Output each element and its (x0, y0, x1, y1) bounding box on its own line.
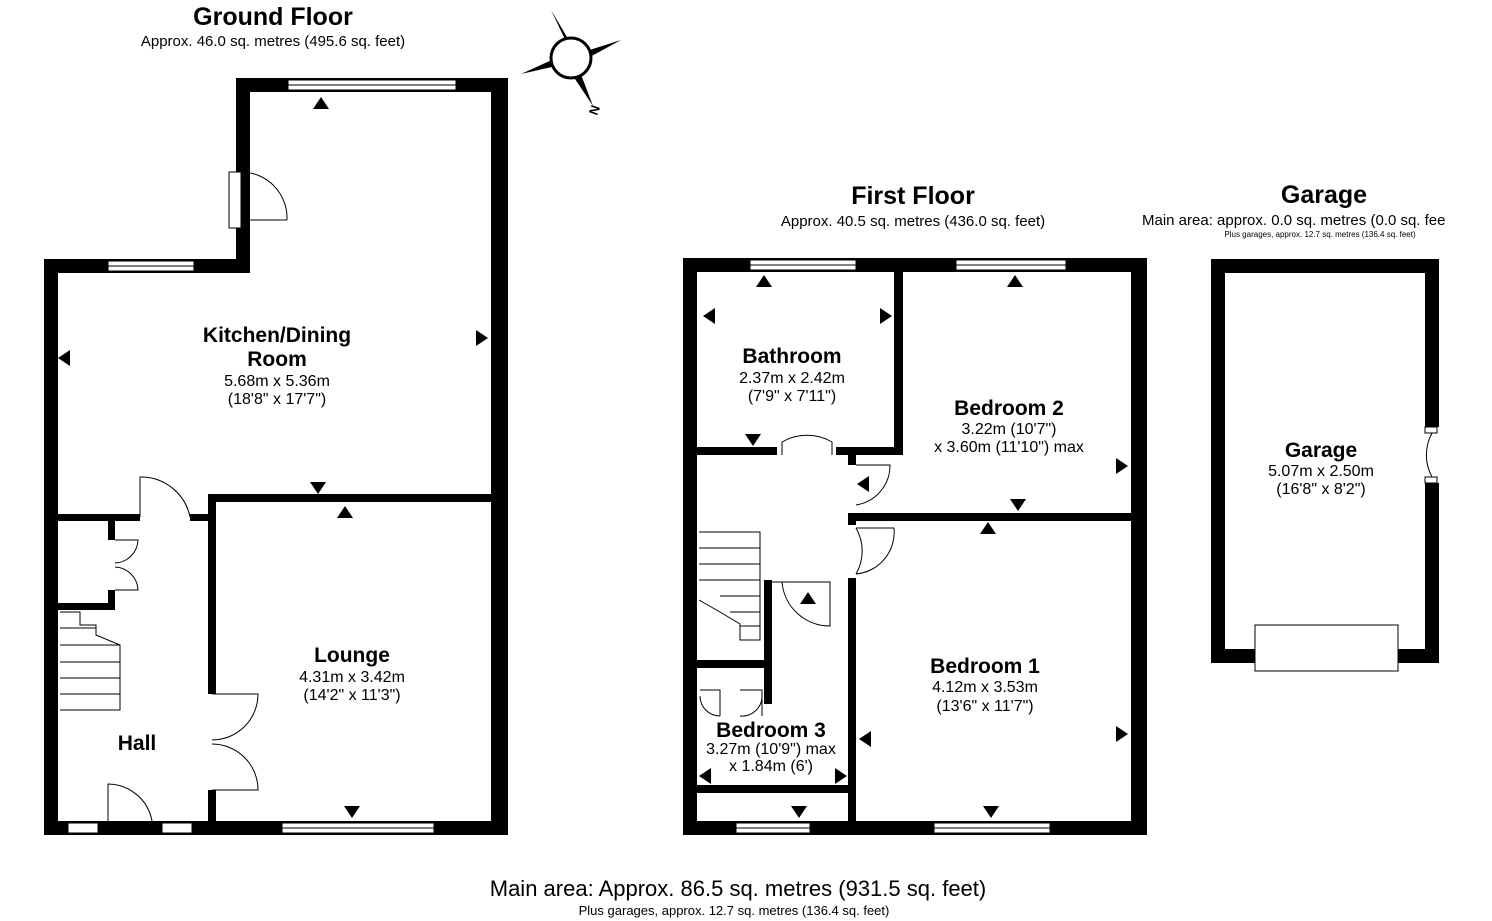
garage-area: Main area: approx. 0.0 sq. metres (0.0 s… (1142, 212, 1446, 229)
first-floor-area: Approx. 40.5 sq. metres (436.0 sq. feet) (781, 213, 1045, 230)
garage-sub-area: Plus garages, approx. 12.7 sq. metres (1… (1224, 230, 1416, 239)
garage-room-name: Garage (1285, 439, 1357, 462)
lounge-metric: 4.31m x 3.42m (299, 669, 405, 686)
bedroom1-imperial: (13'6" x 11'7") (936, 698, 1033, 715)
compass-icon: N (521, 10, 621, 117)
first-floor-title: First Floor (851, 182, 975, 210)
bedroom3-line2: x 1.84m (6') (729, 758, 813, 775)
hall-name: Hall (118, 732, 157, 755)
ground-floor-plan (44, 78, 508, 835)
bathroom-imperial: (7'9" x 7'11") (748, 388, 836, 405)
ground-floor-area: Approx. 46.0 sq. metres (495.6 sq. feet) (141, 33, 405, 50)
bedroom1-metric: 4.12m x 3.53m (932, 679, 1038, 696)
lounge-imperial: (14'2" x 11'3") (303, 687, 400, 704)
bathroom-metric: 2.37m x 2.42m (739, 370, 845, 387)
kitchen-metric: 5.68m x 5.36m (224, 373, 330, 390)
bedroom2-line2: x 3.60m (11'10") max (934, 439, 1084, 456)
first-floor-plan (683, 258, 1147, 835)
kitchen-imperial: (18'8" x 17'7") (228, 391, 326, 408)
compass-north-label: N (586, 103, 603, 117)
bedroom3-name: Bedroom 3 (716, 719, 826, 742)
bedroom1-name: Bedroom 1 (930, 655, 1040, 678)
kitchen-name-line1: Kitchen/Dining (203, 324, 351, 347)
bedroom2-line1: 3.22m (10'7") (962, 421, 1057, 438)
garage-plan (1211, 259, 1439, 672)
ground-floor-title: Ground Floor (193, 3, 353, 31)
first-stairs (698, 531, 761, 641)
bedroom2-name: Bedroom 2 (954, 397, 1064, 420)
footer-main-area: Main area: Approx. 86.5 sq. metres (931.… (490, 876, 986, 901)
lounge-name: Lounge (314, 644, 390, 667)
garage-room-imperial: (16'8" x 8'2") (1276, 481, 1366, 498)
bedroom3-line1: 3.27m (10'9") max (706, 741, 836, 758)
bathroom-name: Bathroom (742, 345, 841, 368)
footer-garage-area: Plus garages, approx. 12.7 sq. metres (1… (579, 903, 890, 918)
garage-title: Garage (1281, 181, 1367, 209)
garage-room-metric: 5.07m x 2.50m (1268, 463, 1374, 480)
ground-stairs (60, 611, 121, 711)
kitchen-name-line2: Room (247, 348, 307, 371)
